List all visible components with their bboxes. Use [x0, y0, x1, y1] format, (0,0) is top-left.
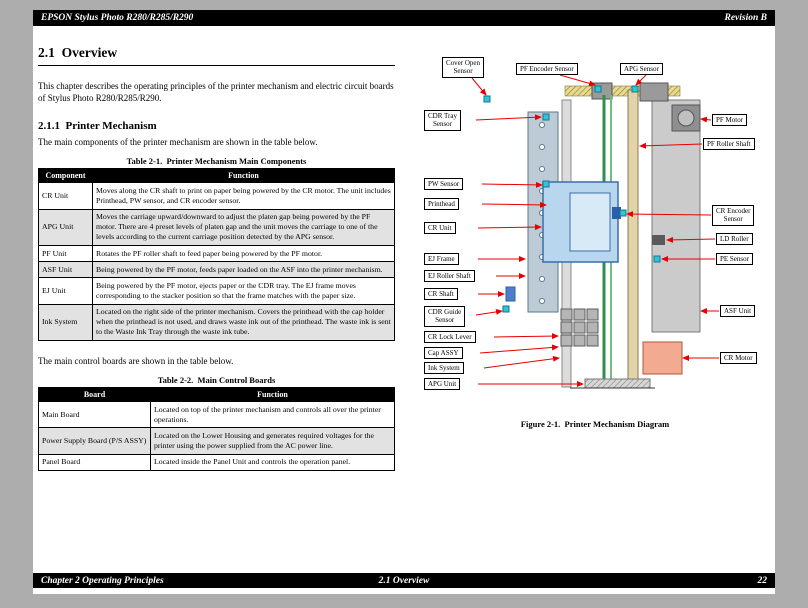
table-row: Main Board Located on top of the printer… — [38, 401, 395, 429]
printer-mechanism-components-table: Component Function CR Unit Moves along t… — [38, 168, 395, 341]
label-pw-sensor: PW Sensor — [424, 178, 464, 191]
function-cell: Located on the Lower Housing and generat… — [150, 427, 395, 455]
function-cell: Being powered by the PF motor, ejects pa… — [92, 277, 395, 305]
boards-intro: The main control boards are shown in the… — [38, 355, 234, 366]
subsection-intro: The main components of the printer mecha… — [38, 137, 318, 148]
column-header-component: Component — [38, 168, 93, 184]
column-header-function: Function — [150, 387, 395, 403]
function-cell: Located inside the Panel Unit and contro… — [150, 453, 395, 471]
label-pf-motor: PF Motor — [712, 114, 748, 127]
manual-page: EPSON Stylus Photo R280/R285/R290 Revisi… — [33, 10, 775, 594]
label-asf-unit: ASF Unit — [720, 305, 756, 318]
component-cell: ASF Unit — [38, 261, 93, 279]
pf-encoder-strip-shape — [564, 85, 681, 97]
function-cell: Located on top of the printer mechanism … — [150, 401, 395, 429]
label-cdr-guide-sensor: CDR Guide Sensor — [424, 306, 466, 327]
section-intro: This chapter describes the operating pri… — [38, 81, 394, 104]
label-cr-encoder-sensor: CR Encoder Sensor — [712, 205, 755, 226]
ld-roller-shape — [652, 235, 665, 245]
board-cell: Main Board — [38, 401, 151, 429]
function-cell: Located on the right side of the printer… — [92, 303, 395, 341]
label-cdr-tray-sensor: CDR Tray Sensor — [424, 110, 461, 131]
cr-motor-shape — [642, 341, 683, 375]
printhead-shape — [569, 192, 611, 252]
label-printhead: Printhead — [424, 198, 459, 211]
table-row: APG Unit Moves the carriage upward/downw… — [38, 208, 395, 247]
table1-caption: Table 2-1. Printer Mechanism Main Compon… — [126, 156, 307, 167]
footer-chapter: Chapter 2 Operating Principles — [41, 575, 164, 586]
footer-section: 2.1 Overview — [378, 575, 430, 586]
function-cell: Moves along the CR shaft to print on pap… — [92, 182, 395, 210]
column-header-function: Function — [92, 168, 395, 184]
label-cr-unit: CR Unit — [424, 222, 456, 235]
text-column: 2.1 Overview This chapter describes the … — [38, 45, 395, 471]
label-ej-frame: EJ Frame — [424, 253, 459, 266]
component-cell: Ink System — [38, 303, 93, 341]
table-header-row: Board Function — [38, 387, 395, 403]
table2-caption: Table 2-2. Main Control Boards — [157, 375, 276, 386]
header-title: EPSON Stylus Photo R280/R285/R290 — [41, 13, 194, 23]
component-cell: PF Unit — [38, 245, 93, 263]
printer-mechanism-figure: Cover Open Sensor PF Encoder Sensor APG … — [420, 55, 770, 435]
component-cell: CR Unit — [38, 182, 93, 210]
function-cell: Moves the carriage upward/downward to ad… — [92, 208, 395, 247]
header-revision: Revision B — [724, 13, 768, 23]
label-apg-sensor: APG Sensor — [620, 63, 663, 76]
label-cr-shaft: CR Shaft — [424, 288, 458, 301]
pf-roller-shaft-shape — [627, 89, 639, 383]
label-pf-encoder-sensor: PF Encoder Sensor — [516, 63, 578, 76]
cr-shaft-shape — [505, 286, 516, 302]
page-footer-bar: Chapter 2 Operating Principles 2.1 Overv… — [33, 573, 775, 588]
asf-unit-shape — [651, 99, 701, 333]
table-row: Ink System Located on the right side of … — [38, 303, 395, 341]
main-control-boards-table: Board Function Main Board Located on top… — [38, 387, 395, 471]
label-cover-open-sensor: Cover Open Sensor — [442, 57, 485, 78]
figure-caption: Figure 2-1. Printer Mechanism Diagram — [520, 419, 670, 429]
table-header-row: Component Function — [38, 168, 395, 184]
table-row: EJ Unit Being powered by the PF motor, e… — [38, 277, 395, 305]
table-row: PF Unit Rotates the PF roller shaft to f… — [38, 245, 395, 263]
board-cell: Power Supply Board (P/S ASSY) — [38, 427, 151, 455]
table-row: Panel Board Located inside the Panel Uni… — [38, 453, 395, 471]
ink-system-shape — [560, 308, 599, 347]
label-cap-assy: Cap ASSY — [424, 347, 463, 360]
board-cell: Panel Board — [38, 453, 151, 471]
component-cell: EJ Unit — [38, 277, 93, 305]
label-apg-unit: APG Unit — [424, 378, 461, 391]
label-cr-motor: CR Motor — [720, 352, 757, 365]
label-ej-roller-shaft: EJ Roller Shaft — [424, 270, 475, 283]
table-row: CR Unit Moves along the CR shaft to prin… — [38, 182, 395, 210]
function-cell: Being powered by the PF motor, feeds pap… — [92, 261, 395, 279]
component-cell: APG Unit — [38, 208, 93, 247]
printer-mechanism-drawing — [471, 74, 719, 389]
table-row: ASF Unit Being powered by the PF motor, … — [38, 261, 395, 279]
label-ld-roller: LD Roller — [716, 233, 753, 246]
column-header-board: Board — [38, 387, 151, 403]
label-pe-sensor: PE Sensor — [716, 253, 753, 266]
table-row: Power Supply Board (P/S ASSY) Located on… — [38, 427, 395, 455]
page-header-bar: EPSON Stylus Photo R280/R285/R290 Revisi… — [33, 10, 775, 26]
apg-unit-shape — [584, 378, 651, 389]
section-heading: 2.1 Overview — [38, 45, 395, 66]
subsection-heading: 2.1.1 Printer Mechanism — [38, 120, 157, 133]
label-cr-lock-lever: CR Lock Lever — [424, 331, 476, 344]
label-ink-system: Ink System — [424, 362, 464, 375]
function-cell: Rotates the PF roller shaft to feed pape… — [92, 245, 395, 263]
label-pf-roller-shaft: PF Roller Shaft — [703, 138, 755, 151]
footer-page-number: 22 — [757, 575, 768, 586]
